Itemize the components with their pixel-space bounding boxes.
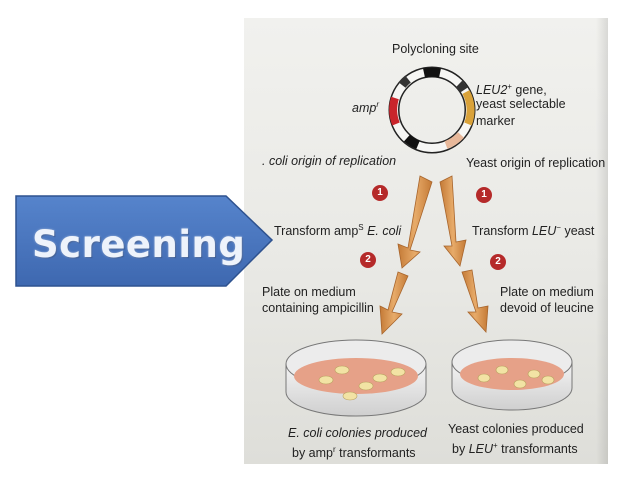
left-result-label-line1: E. coli colonies produced <box>288 426 427 440</box>
left-plate-label-line1: Plate on medium <box>262 285 356 299</box>
right-transform-label: Transform LEU− yeast <box>472 223 595 239</box>
right-arrow-1 <box>439 175 467 267</box>
right-plate-label-line1: Plate on medium <box>500 285 594 299</box>
left-result-label-line2: by ampr transformants <box>292 445 416 461</box>
screening-label: Screening <box>32 223 246 266</box>
yeast-origin-label: Yeast origin of replication <box>466 156 606 170</box>
polycloning-site-label: Polycloning site <box>392 42 479 56</box>
right-step1-badge: 1 <box>476 187 492 203</box>
photo-edge-shadow <box>596 18 608 464</box>
leu2-gene-label-line3: marker <box>476 114 515 128</box>
leu2-gene-label-line2: yeast selectable <box>476 97 566 111</box>
right-arrow-2 <box>461 269 489 333</box>
right-plate-label-line2: devoid of leucine <box>500 301 594 315</box>
left-step1-badge: 1 <box>372 185 388 201</box>
ecoli-origin-label: . coli origin of replication <box>262 154 397 168</box>
plasmid-ring <box>388 66 476 154</box>
right-result-label-line1: Yeast colonies produced <box>448 422 584 436</box>
left-arrow-1 <box>397 175 433 269</box>
left-step2-badge: 2 <box>360 252 376 268</box>
amp-gene-label: ampr <box>352 100 379 116</box>
screening-callout-arrow <box>15 195 274 287</box>
right-step2-badge: 2 <box>490 254 506 270</box>
left-arrow-2 <box>379 271 409 335</box>
left-plate-label-line2: containing ampicillin <box>262 301 374 315</box>
left-transform-label: Transform ampS E. coli <box>274 223 402 239</box>
leu2-gene-label-line1: LEU2+ gene, <box>476 82 547 98</box>
right-petri-dish <box>451 339 573 411</box>
left-petri-dish <box>285 339 427 417</box>
right-result-label-line2: by LEU+ transformants <box>452 441 578 457</box>
